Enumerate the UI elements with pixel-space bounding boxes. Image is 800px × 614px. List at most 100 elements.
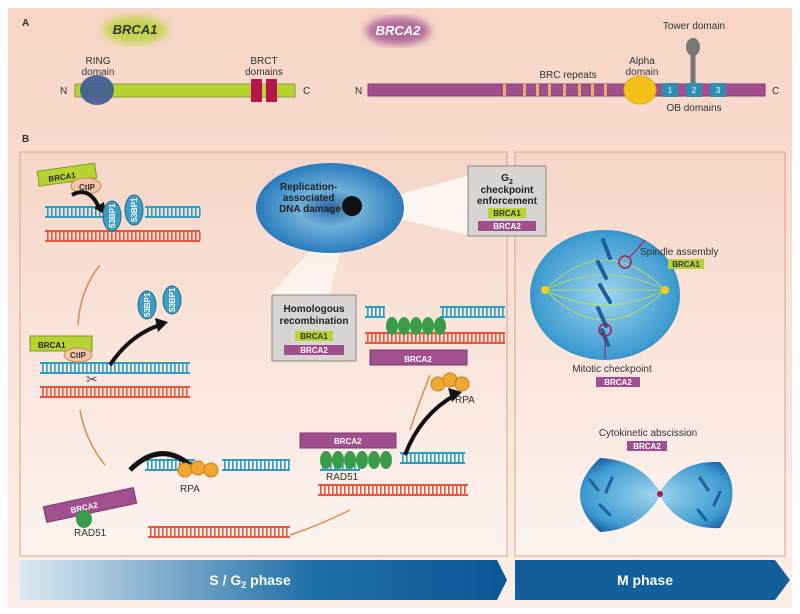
brct-label-2: domains	[245, 67, 283, 78]
rpa-molecule	[177, 462, 193, 478]
step2-arrowhead	[155, 318, 168, 332]
dna-backbone	[365, 316, 385, 318]
step3-brca2: BRCA2	[42, 487, 138, 523]
dna-base-pair	[106, 388, 108, 396]
dna-base-pair	[462, 454, 464, 462]
dna-base-pair	[364, 486, 366, 494]
step1-dna-blue-right	[145, 206, 201, 218]
dna-base-pair	[248, 461, 250, 469]
dna-base-pair	[234, 528, 236, 536]
dna-base-pair	[166, 364, 168, 372]
dna-base-pair	[51, 232, 53, 240]
hr-brca1-tag	[295, 331, 333, 341]
dna-base-pair	[420, 486, 422, 494]
step2-dna-blue	[40, 362, 190, 374]
dna-base-pair	[194, 528, 196, 536]
dna-backbone	[145, 459, 195, 461]
brca2-c-terminus: C	[772, 86, 779, 97]
step3-rpa-label: RPA	[180, 484, 200, 495]
dna-base-pair	[167, 232, 169, 240]
rad51-monomer	[344, 451, 356, 469]
dna-base-pair	[438, 454, 440, 462]
step2-53bp1-b	[162, 285, 182, 315]
dna-base-pair	[412, 486, 414, 494]
dna-base-pair	[131, 232, 133, 240]
dna-base-pair	[147, 232, 149, 240]
dna-base-pair	[280, 461, 282, 469]
brca2-title: BRCA2	[376, 23, 422, 38]
dna-base-pair	[138, 388, 140, 396]
dna-base-pair	[155, 208, 157, 216]
dna-base-pair	[150, 364, 152, 372]
tower-domain	[686, 38, 700, 56]
rpa-molecule	[203, 462, 219, 478]
spindle-brca1-tag	[668, 259, 704, 269]
step-arrow-3	[289, 509, 351, 536]
dna-base-pair	[155, 461, 157, 469]
dna-base-pair	[163, 208, 165, 216]
dna-base-pair	[344, 486, 346, 494]
dna-base-pair	[191, 208, 193, 216]
dna-base-pair	[440, 486, 442, 494]
dna-base-pair	[495, 334, 497, 342]
dna-base-pair	[46, 388, 48, 396]
dna-base-pair	[422, 454, 424, 462]
step2-53bp1-a	[137, 290, 157, 320]
dna-base-pair	[170, 528, 172, 536]
centrosome-right	[661, 286, 669, 294]
dna-base-pair	[115, 232, 117, 240]
dna-backbone	[365, 342, 505, 344]
dna-base-pair	[151, 461, 153, 469]
dna-base-pair	[447, 334, 449, 342]
dna-base-pair	[415, 334, 417, 342]
dna-base-pair	[154, 388, 156, 396]
dna-base-pair	[82, 364, 84, 372]
dna-base-pair	[167, 208, 169, 216]
hr-brca2-text: BRCA2	[300, 346, 328, 355]
dna-base-pair	[154, 528, 156, 536]
dna-base-pair	[246, 528, 248, 536]
dna-base-pair	[328, 486, 330, 494]
hr-title-2: recombination	[280, 316, 349, 327]
ring-domain	[80, 75, 114, 105]
dna-base-pair	[442, 454, 444, 462]
dna-base-pair	[62, 388, 64, 396]
step2-ctip-label: CtIP	[70, 351, 87, 360]
dna-base-pair	[218, 528, 220, 536]
dna-base-pair	[250, 528, 252, 536]
rad51-monomer	[380, 451, 392, 469]
dna-base-pair	[179, 232, 181, 240]
dna-base-pair	[467, 334, 469, 342]
dna-base-pair	[146, 364, 148, 372]
dna-base-pair	[158, 388, 160, 396]
dna-base-pair	[416, 486, 418, 494]
dna-base-pair	[258, 528, 260, 536]
dna-base-pair	[224, 461, 226, 469]
dna-base-pair	[166, 528, 168, 536]
dna-base-pair	[170, 388, 172, 396]
step2-brca1-label: BRCA1	[38, 341, 66, 350]
dna-backbone	[145, 216, 200, 218]
dna-base-pair	[451, 334, 453, 342]
dna-base-pair	[118, 388, 120, 396]
dna-base-pair	[450, 454, 452, 462]
dna-base-pair	[142, 364, 144, 372]
dna-base-pair	[456, 486, 458, 494]
dna-base-pair	[99, 208, 101, 216]
dna-base-pair	[155, 232, 157, 240]
dna-base-pair	[187, 232, 189, 240]
dna-base-pair	[114, 364, 116, 372]
dna-base-pair	[174, 388, 176, 396]
dna-base-pair	[110, 388, 112, 396]
step2-53bp1-label-a: 53BP1	[143, 292, 152, 317]
dna-base-pair	[498, 308, 500, 316]
dna-base-pair	[399, 334, 401, 342]
dna-base-pair	[262, 528, 264, 536]
dna-base-pair	[123, 232, 125, 240]
dna-base-pair	[159, 208, 161, 216]
dna-base-pair	[444, 486, 446, 494]
dna-base-pair	[418, 454, 420, 462]
hr-dna-blue-right	[440, 306, 505, 318]
step-arrow-4	[409, 374, 431, 431]
dna-base-pair	[86, 388, 88, 396]
